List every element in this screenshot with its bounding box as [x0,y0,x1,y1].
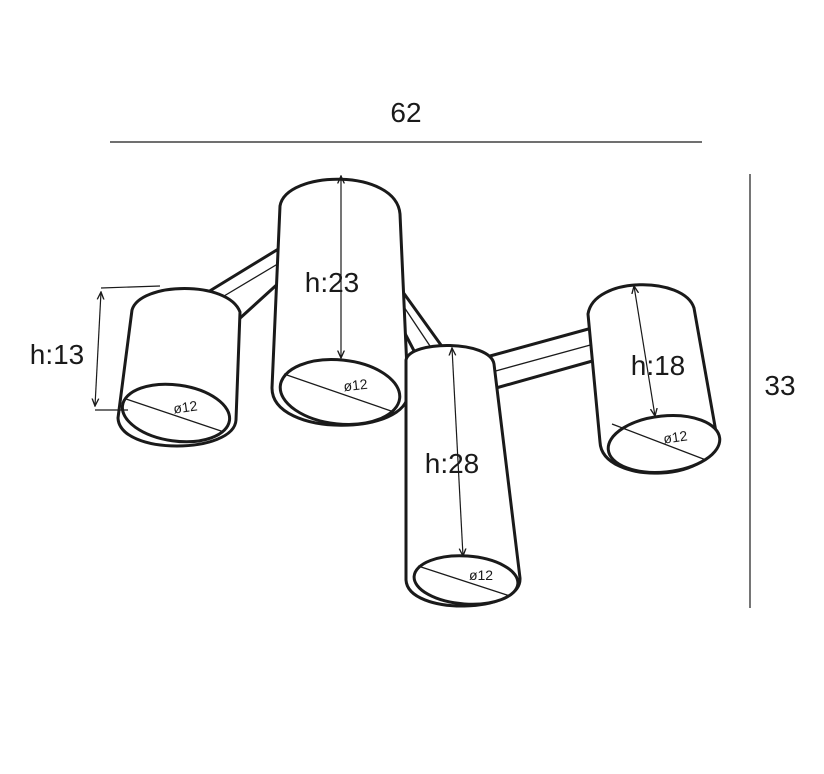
lamp-h23: ø12 [270,177,410,427]
lamp-h18-dimension-line [634,286,655,416]
lamp-h28-diameter-label: ø12 [469,567,493,583]
width-dimension-label: 62 [390,97,421,128]
lamp-h18-height-label: h:18 [631,350,686,381]
lamp-h28-dimension-line [452,348,463,556]
lamp-h13-diameter-label: ø12 [172,397,198,416]
height-dimension-label: 33 [764,370,795,401]
lamp-h28-height-label: h:28 [425,448,480,479]
lamp-h23-diameter-label: ø12 [343,376,369,394]
arm-right [488,326,598,390]
lamp-h18: ø12 [586,283,722,475]
lamp-h23-height-label: h:23 [305,267,360,298]
lamp-h13-height-label: h:13 [30,339,85,370]
lamp-h18-diameter-label: ø12 [662,427,688,446]
lamp-h13: ø12 [116,287,242,448]
lamp-h13-dimension-line [100,285,161,289]
